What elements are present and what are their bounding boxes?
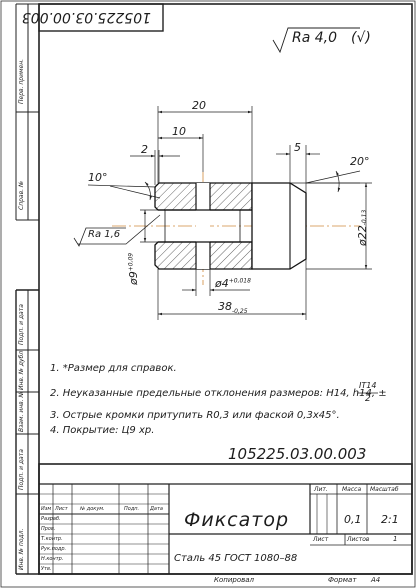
hdr-list: Лист: [55, 506, 68, 512]
dim-ra-local: Ra 1,6: [88, 229, 121, 240]
scale-value: 2:1: [381, 513, 399, 526]
sheets-label: Листов: [347, 536, 370, 543]
hdr-doc: № докум.: [80, 506, 105, 512]
scale-header: Масштаб: [370, 486, 399, 493]
format-value: А4: [371, 576, 381, 584]
title-doc-number: 105225.03.00.003: [228, 445, 367, 463]
lit-header: Лит.: [314, 486, 328, 493]
role-rukpodr: Рук.подр.: [41, 546, 67, 552]
sheets-value: 1: [393, 535, 398, 543]
part-body: [154, 182, 307, 270]
role-razrab: Разраб.: [41, 516, 61, 522]
role-tkontr: Т.контр.: [41, 536, 63, 542]
dim-38: 38-0,25: [218, 300, 248, 316]
role-utv: Утв.: [41, 566, 52, 572]
title-block-lines: [38, 463, 413, 575]
margin-inv-podl: Инв. № подл.: [18, 528, 25, 570]
left-margin: [15, 3, 39, 575]
margin-perv-primen: Перв. примен.: [18, 58, 25, 104]
format-label: Формат: [328, 576, 357, 584]
hdr-izm: Изм: [41, 506, 52, 512]
margin-sprav: Справ. №: [18, 180, 25, 210]
copied-label: Копировал: [214, 576, 254, 584]
top-number-box: [38, 3, 164, 32]
dim-phi4: ø4+0,018: [215, 277, 251, 290]
dim-10: 10: [172, 125, 186, 138]
margin-podp-data-2: Подп. и дата: [18, 449, 25, 490]
top-doc-number: 105225.03.00.003: [21, 9, 151, 25]
note-1: 1. *Размер для справок.: [50, 363, 177, 374]
note-2-den: 2: [365, 394, 371, 404]
sheet-label: Лист: [313, 536, 329, 543]
roughness-suffix: (√): [351, 30, 371, 46]
hdr-sign: Подп.: [124, 506, 140, 512]
dim-2: 2: [141, 143, 148, 156]
dim-phi22: ø22-0,13: [356, 209, 369, 246]
margin-podp-data-1: Подп. и дата: [18, 304, 25, 345]
roughness-symbol-local: [73, 227, 126, 247]
dim-angle-10: 10°: [88, 171, 108, 184]
mass-value: 0,1: [344, 513, 362, 526]
material: Сталь 45 ГОСТ 1080–88: [174, 553, 298, 564]
margin-vzam-inv: Взам. инв. №: [18, 391, 25, 432]
role-nkontr: Н.контр.: [41, 556, 64, 562]
dimensions: [78, 106, 372, 320]
roughness-symbol: [272, 27, 360, 54]
note-3: 3. Острые кромки притупить R0,3 или фаск…: [50, 410, 340, 421]
roughness-label: Ra 4,0: [292, 30, 338, 46]
dim-angle-20: 20°: [350, 155, 370, 168]
role-prov: Пров.: [41, 526, 56, 532]
margin-inv-dubl: Инв. № дубл.: [18, 348, 25, 390]
dim-20: 20: [192, 99, 206, 112]
note-2: 2. Неуказанные предельные отклонения раз…: [50, 388, 387, 399]
dim-5: 5: [294, 141, 301, 154]
part-name: Фиксатор: [184, 509, 290, 531]
mass-header: Масса: [342, 486, 362, 493]
hdr-date: Дата: [150, 506, 163, 512]
note-2-num: IT14: [359, 381, 377, 390]
dim-phi9: ø9+0,09: [127, 252, 140, 285]
note-4: 4. Покрытие: Ц9 хр.: [50, 425, 155, 436]
